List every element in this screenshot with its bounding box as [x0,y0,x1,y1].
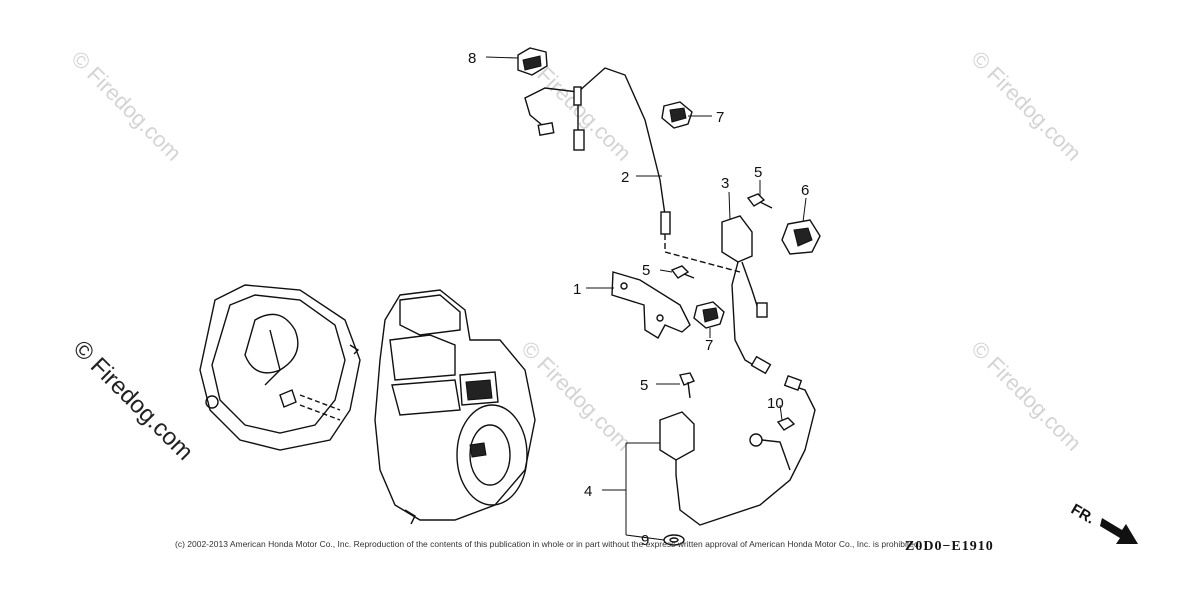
callout-labels: 1 2 3 4 5 5 5 6 7 7 8 9 10 [468,50,809,549]
sensor-4 [659,375,816,526]
clip-8 [517,47,548,76]
callout-8: 8 [468,50,476,67]
engine-block [199,284,536,525]
watermark: © Firedog.com [966,336,1086,456]
leader-lines [485,56,807,541]
screw-10 [776,417,796,431]
callout-10: 10 [767,395,784,412]
copyright-notice: (c) 2002-2013 American Honda Motor Co., … [175,539,922,549]
bolt-5c [679,372,695,399]
module-3 [721,215,772,375]
callout-7a: 7 [716,109,724,126]
callout-5c: 5 [640,377,648,394]
bolt-5a [746,193,773,209]
callout-1: 1 [573,281,581,298]
callout-6: 6 [801,182,809,199]
clamp-7-mid [693,301,725,329]
callout-2: 2 [621,169,629,186]
watermarks: © Firedog.com © Firedog.com © Firedog.co… [66,46,1086,466]
callout-4: 4 [584,483,592,500]
callout-7b: 7 [705,337,713,354]
fr-label: FR. [1068,501,1097,528]
watermark: © Firedog.com [516,336,636,456]
watermark: © Firedog.com [966,46,1086,166]
callout-3: 3 [721,175,729,192]
callout-9: 9 [641,532,649,549]
watermark-dark: © Firedog.com [68,335,199,466]
bolt-5b [670,265,695,279]
clamp-7-top [661,101,693,129]
callout-5b: 5 [642,262,650,279]
watermark: © Firedog.com [66,46,186,166]
cable-assembly-2 [524,67,741,273]
bracket-1 [611,271,691,339]
grommet-6 [781,219,821,255]
fr-arrow-icon [1100,518,1138,544]
callout-5a: 5 [754,164,762,181]
front-direction-arrow: FR. [1068,501,1138,544]
diagram-code: Z0D0−E1910 [905,539,994,554]
